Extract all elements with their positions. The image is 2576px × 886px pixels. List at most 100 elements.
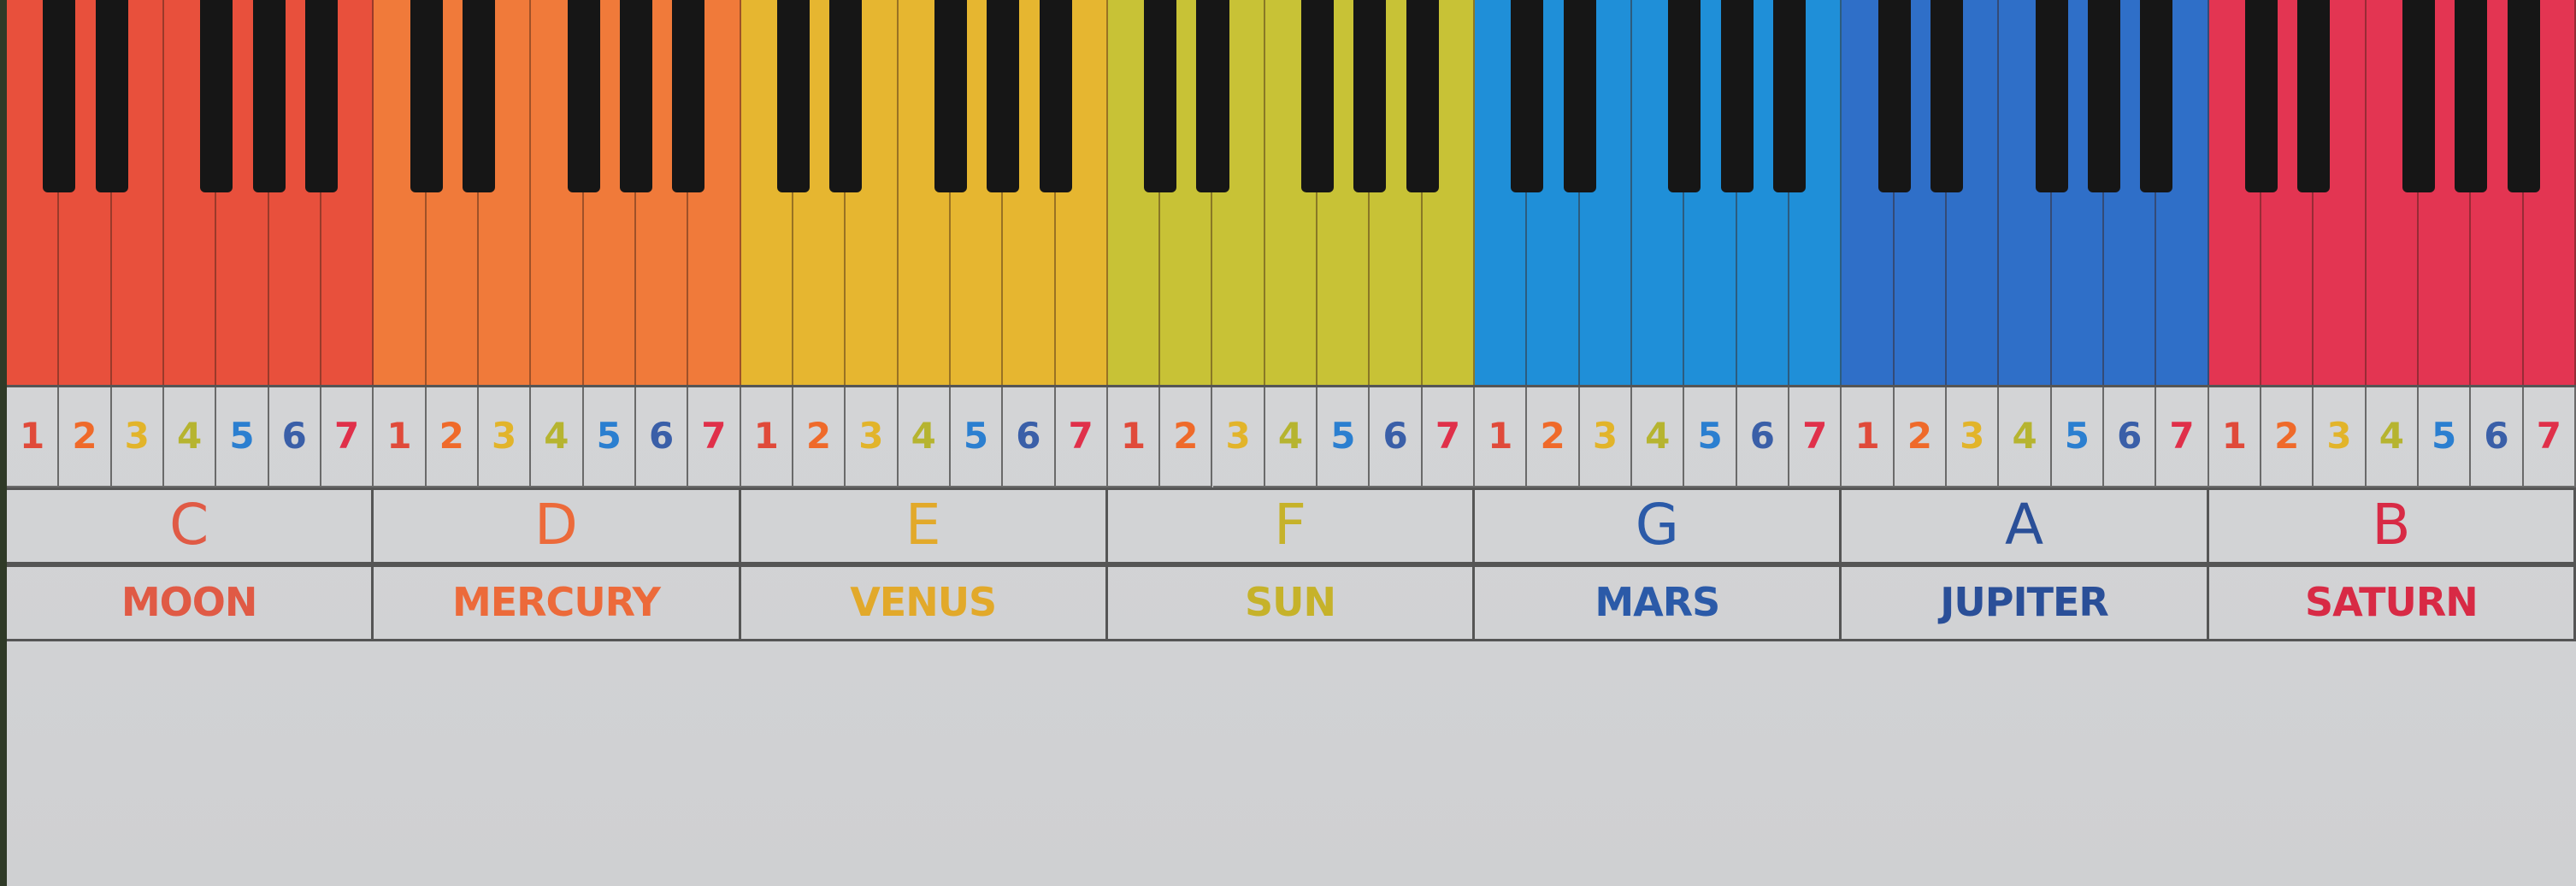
black-key [1563,0,1596,192]
planet-label: SUN [1107,564,1476,641]
black-key [987,0,1020,192]
black-key [2088,0,2121,192]
key-number: 6 [1736,385,1790,487]
black-key [2402,0,2435,192]
key-number: 2 [1527,385,1580,487]
note-label: F [1107,487,1476,564]
black-key [1144,0,1177,192]
planet-label: MARS [1475,564,1842,641]
key-number: 2 [1894,385,1948,487]
key-number: 3 [1579,385,1633,487]
black-key [95,0,128,192]
key-number: 5 [216,385,269,487]
key-number: 4 [1999,385,2052,487]
key-number: 6 [1003,385,1056,487]
key-number: 1 [740,385,793,487]
black-key [1196,0,1229,192]
key-number: 1 [2208,385,2262,487]
key-number: 2 [2261,385,2314,487]
key-number: 7 [1055,385,1108,487]
key-number: 1 [1475,385,1528,487]
key-number: 5 [1684,385,1737,487]
key-number: 4 [531,385,584,487]
black-key [304,0,338,192]
octave-a [1842,0,2209,385]
key-number: 6 [268,385,321,487]
black-key [2507,0,2540,192]
black-key [1039,0,1072,192]
key-number: 7 [321,385,374,487]
black-key [1720,0,1754,192]
black-key [776,0,810,192]
key-number: 6 [2104,385,2157,487]
black-key [2035,0,2068,192]
white-key [898,0,951,385]
key-number: 3 [2314,385,2367,487]
black-key [200,0,233,192]
grid-line [7,487,2576,490]
note-label: D [374,487,741,564]
white-key [1842,0,1895,385]
key-number: 5 [1317,385,1371,487]
key-number: 6 [2471,385,2524,487]
key-number: 4 [1632,385,1685,487]
key-number: 4 [163,385,217,487]
key-number: 2 [1160,385,1213,487]
note-label: A [1842,487,2209,564]
key-number: 1 [7,385,60,487]
key-number: 6 [1370,385,1423,487]
planet-label: MOON [7,564,374,641]
piano-keys [7,0,2576,402]
key-number: 3 [846,385,899,487]
key-number: 2 [59,385,112,487]
note-label: C [7,487,374,564]
black-key [1301,0,1335,192]
black-key [1511,0,1544,192]
black-key [672,0,705,192]
black-key [1931,0,1964,192]
black-key [1668,0,1701,192]
note-label: E [740,487,1108,564]
white-key [1632,0,1685,385]
black-key [934,0,967,192]
black-key [462,0,495,192]
key-number: 1 [374,385,427,487]
white-key [1370,0,1423,385]
note-label: G [1475,487,1842,564]
black-key [252,0,286,192]
octave-e [740,0,1108,385]
key-number: 3 [111,385,164,487]
planet-label: JUPITER [1842,564,2209,641]
octave-c [7,0,374,385]
key-number: 2 [793,385,846,487]
black-key [2140,0,2173,192]
note-label: B [2208,487,2576,564]
key-number: 7 [1422,385,1476,487]
octave-g [1475,0,1842,385]
black-key [410,0,443,192]
black-key [567,0,600,192]
key-number: 4 [2366,385,2419,487]
black-key [1773,0,1807,192]
key-number: 3 [478,385,532,487]
grid-line [7,385,2576,387]
octave-f [1107,0,1476,385]
black-key [43,0,76,192]
key-number: 7 [2156,385,2209,487]
planet-label: SATURN [2208,564,2576,641]
key-number: 7 [2523,385,2576,487]
key-number: 3 [1947,385,2000,487]
black-key [829,0,863,192]
key-number: 3 [1212,385,1265,487]
black-key [2245,0,2278,192]
black-key [2455,0,2488,192]
key-number: 7 [1789,385,1842,487]
key-number: 4 [898,385,951,487]
key-number: 7 [688,385,741,487]
white-key [1107,0,1161,385]
key-number: 5 [950,385,1004,487]
key-number: 1 [1842,385,1895,487]
black-key [1877,0,1911,192]
key-number: 2 [426,385,479,487]
